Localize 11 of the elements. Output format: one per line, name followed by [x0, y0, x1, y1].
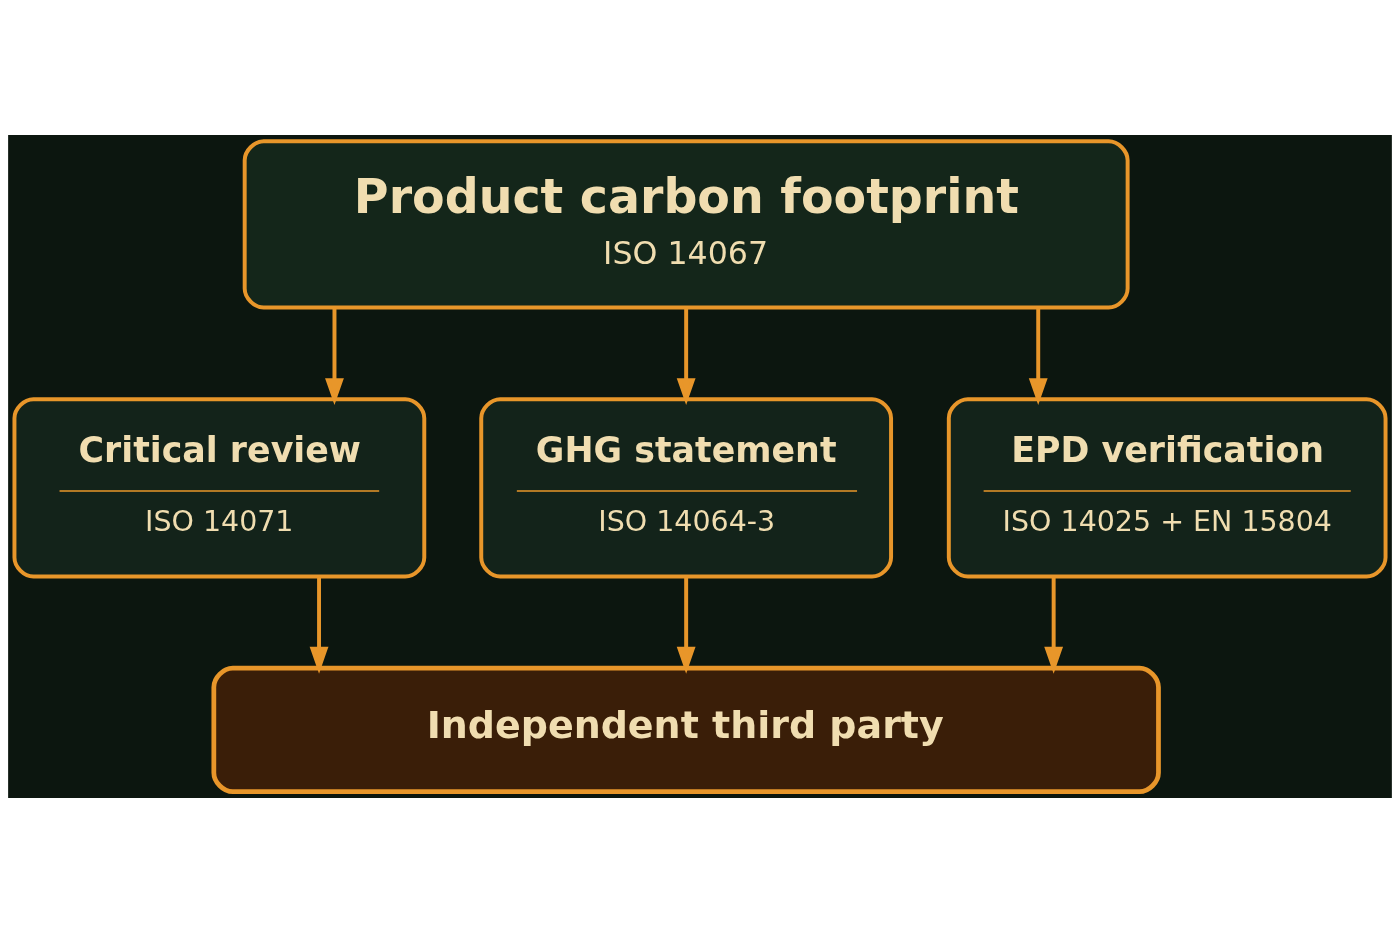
node-box: EPD verification ISO 14025 + EN 15804: [946, 397, 1388, 579]
arrow: [676, 576, 696, 674]
arrow: [1044, 576, 1064, 674]
arrow: [309, 576, 329, 674]
node-box: Critical review ISO 14071: [12, 397, 427, 579]
arrow: [676, 307, 696, 406]
node-box: Product carbon footprint ISO 14067: [242, 139, 1130, 310]
arrow: [1028, 307, 1048, 406]
node-box: Independent third party: [211, 665, 1161, 795]
arrow: [325, 307, 344, 406]
node-box: GHG statement ISO 14064-3: [479, 397, 894, 579]
